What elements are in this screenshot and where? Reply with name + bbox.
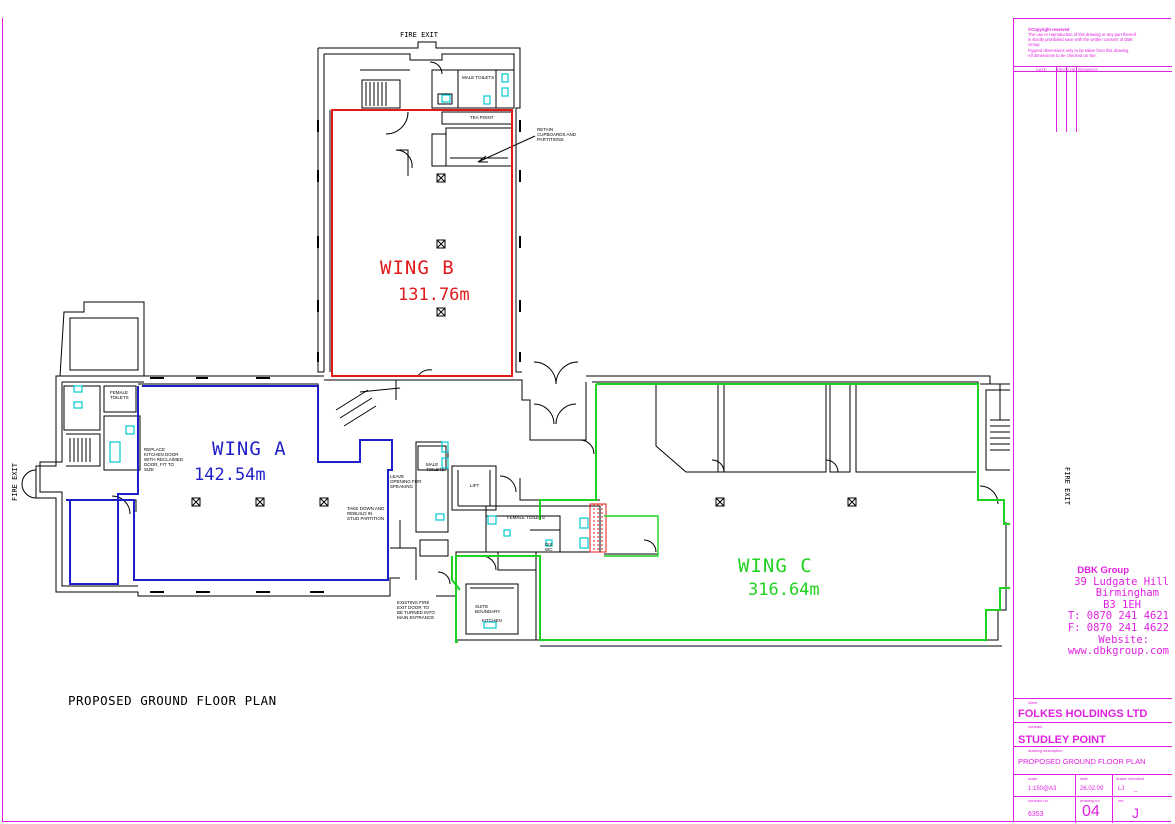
wing-c-label: WING C xyxy=(738,555,813,577)
client-name: FOLKES HOLDINGS LTD xyxy=(1018,708,1148,720)
drawing-no-label: drawing no. xyxy=(1080,798,1101,803)
existing-exit-line-4: MAIN ENTRANCE xyxy=(397,615,435,620)
address-postcode: B3 1EH xyxy=(1103,598,1141,611)
suite-boundary-line-1: SUITE xyxy=(475,604,489,609)
lift-label: LIFT xyxy=(470,483,480,488)
male-toilets-mid-line-2: TOILETS xyxy=(426,467,445,472)
retain-note-line-2: CUPBOARDS AND xyxy=(537,132,577,137)
drawn-value: LJ xyxy=(1118,786,1125,792)
company-website[interactable]: www.dbkgroup.com xyxy=(1067,645,1169,658)
replace-note-line-5: SIZE xyxy=(144,467,155,472)
female-toilets-left-line-2: TOILETS xyxy=(110,395,129,400)
date-value: 26.02.09 xyxy=(1080,786,1104,792)
website-label: Website: xyxy=(1098,633,1149,646)
copyright-line-2: is strictly prohibited save with the wri… xyxy=(1028,37,1133,42)
client-label: client xyxy=(1028,700,1038,705)
rev-header-chk: CHK. xyxy=(1067,67,1077,72)
dis-wc-line-1: DIS xyxy=(545,542,553,547)
existing-exit-line-1: EXISTING FIRE xyxy=(397,600,430,605)
copyright-notice: ©Copyright reserved The use or reproduct… xyxy=(1028,27,1136,58)
male-toilets-mid-label: MALE TOILETS xyxy=(426,462,445,472)
rev-header-remarks: REMARKS xyxy=(1078,67,1098,72)
replace-note-line-3: WITH RECLAIMED xyxy=(144,457,184,462)
wing-b-boundary xyxy=(331,109,513,377)
copyright-line-3: Group xyxy=(1028,42,1040,47)
floor-plan xyxy=(21,41,1010,647)
drawn-checked-label: drawn /checked xyxy=(1116,776,1145,781)
drawing-title: PROPOSED GROUND FLOOR PLAN xyxy=(68,693,277,708)
existing-exit-line-3: BE TURNED INTO xyxy=(397,610,435,615)
company-address: DBK Group 39 Ludgate Hill Birmingham B3 … xyxy=(1068,565,1169,658)
address-street: 39 Ludgate Hill xyxy=(1074,575,1169,588)
rev-value: J xyxy=(1132,805,1139,821)
drawing-no-value: 04 xyxy=(1082,803,1100,820)
take-down-note: TAKE DOWN AND REBUILD IN STUD PARTITION xyxy=(347,506,384,521)
take-down-line-1: TAKE DOWN AND xyxy=(347,506,385,511)
female-toilets-left-line-1: FEMALE xyxy=(110,390,129,395)
rev-header-rev: REV. xyxy=(1057,67,1066,72)
contract-name: STUDLEY POINT xyxy=(1018,734,1106,746)
fire-exit-top-label: FIRE EXIT xyxy=(400,31,438,39)
rev-label: rev. xyxy=(1118,798,1125,803)
sheet-border xyxy=(2,18,1171,822)
copyright-line-4: Figured dimensions only to be taken from… xyxy=(1028,48,1130,53)
wing-a-label: WING A xyxy=(212,438,287,460)
wing-c-boundary xyxy=(455,383,1010,643)
wing-b-label: WING B xyxy=(380,257,455,279)
dis-wc-line-2: WC xyxy=(545,547,553,552)
dis-wc-label: DIS WC xyxy=(545,542,553,552)
fire-exit-left-label: FIRE EXIT xyxy=(10,463,19,501)
leave-note-line-1: LEAVE xyxy=(390,474,405,479)
wing-a-area: 142.54m xyxy=(194,465,266,485)
date-label: date xyxy=(1080,776,1088,781)
wing-a-boundary xyxy=(117,385,393,581)
retain-note: RETAIN CUPBOARDS AND PARTITIONS xyxy=(537,127,576,142)
leave-note-line-3: SPEAKING xyxy=(390,484,414,489)
description-text: PROPOSED GROUND FLOOR PLAN xyxy=(1018,757,1146,766)
replace-kitchen-note: REPLACE KITCHEN DOOR WITH RECLAIMED DOOR… xyxy=(144,447,183,472)
kitchen-label: KITCHEN xyxy=(482,618,502,623)
address-city: Birmingham xyxy=(1095,587,1159,600)
company-name: DBK Group xyxy=(1077,565,1129,576)
contract-label: contract xyxy=(1028,724,1043,729)
female-toilets-mid-label: FEMALE TOILETS xyxy=(507,515,545,520)
take-down-line-3: STUD PARTITION xyxy=(347,516,385,521)
tea-point-label: TEA POINT xyxy=(470,115,494,120)
rev-header-date: DATE xyxy=(1036,67,1047,72)
scale-label: scale xyxy=(1028,776,1038,781)
wing-b-area: 131.76m xyxy=(398,285,470,305)
replace-note-line-1: REPLACE xyxy=(144,447,166,452)
existing-fire-exit-note: EXISTING FIRE EXIT DOOR TO BE TURNED INT… xyxy=(397,600,435,620)
existing-exit-line-2: EXIT DOOR TO xyxy=(397,605,430,610)
male-toilets-mid-line-1: MALE xyxy=(426,462,439,467)
wing-c-area: 316.64m xyxy=(748,580,820,600)
company-fax: F: 0870 241 4622 xyxy=(1067,621,1169,634)
contract-no-value: 6353 xyxy=(1028,811,1044,818)
female-toilets-left-label: FEMALE TOILETS xyxy=(110,390,129,400)
suite-boundary-label: SUITE BOUNDARY xyxy=(475,604,500,614)
copyright-line-1: The use or reproduction of this drawing … xyxy=(1028,32,1137,37)
company-tel: T: 0870 241 4621 xyxy=(1067,610,1169,623)
copyright-heading: ©Copyright reserved xyxy=(1028,27,1070,32)
replace-note-line-4: DOOR, FIT TO xyxy=(144,462,175,467)
contract-no-label: contract no. xyxy=(1028,798,1049,803)
replace-note-line-2: KITCHEN DOOR xyxy=(144,452,179,457)
description-label: drawing description xyxy=(1028,748,1063,753)
suite-boundary-line-2: BOUNDARY xyxy=(475,609,501,614)
take-down-line-2: REBUILD IN xyxy=(347,511,373,516)
scale-value: 1:150@A3 xyxy=(1028,786,1057,792)
retain-note-line-1: RETAIN xyxy=(537,127,554,132)
title-block: ©Copyright reserved The use or reproduct… xyxy=(1013,18,1172,823)
checked-value: _ xyxy=(1134,786,1138,792)
retain-note-line-3: PARTITIONS xyxy=(537,137,564,142)
copyright-line-5: All dimensions to be checked on site. xyxy=(1028,53,1097,58)
leave-note-line-2: OPENING FOR xyxy=(390,479,422,484)
male-toilets-top-label: MALE TOILETS xyxy=(462,75,495,80)
leave-opening-note: LEAVE OPENING FOR SPEAKING xyxy=(390,474,422,489)
